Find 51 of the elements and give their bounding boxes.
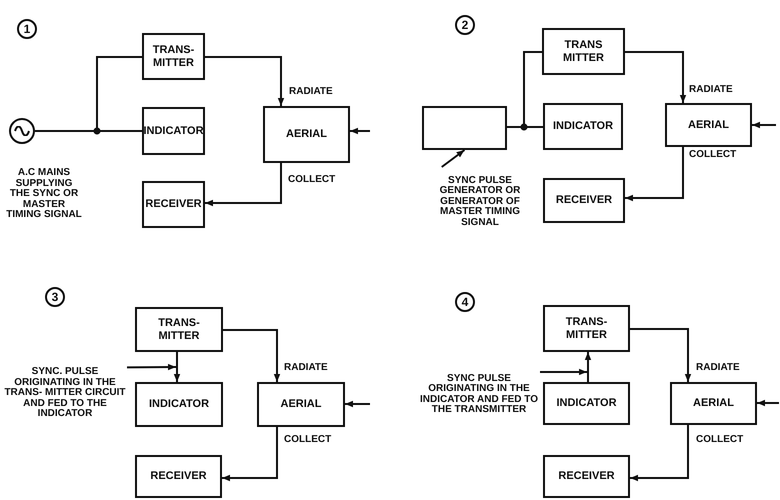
edge-label: COLLECT [695,434,744,445]
leader-arrow [345,400,370,408]
edge-label: RADIATE [695,362,741,373]
block-box: RECEIVER [142,181,205,228]
leader-arrow [757,400,779,406]
leader-arrow [126,364,176,370]
arrow [205,163,282,206]
edge-label: COLLECT [688,149,738,160]
panel-number: 4 [455,292,475,312]
arrow [630,328,692,382]
edge-label: RADIATE [283,362,329,373]
arrow [222,427,278,482]
generator-box [422,106,507,150]
annotation-text: SYNC. PULSE ORIGINATING IN THE TRANS- MITTER CIRCUIT AND FED TO THE INDICATOR [3,350,127,437]
annotation-text: SYNC PULSE GENERATOR OR GENERATOR OF MASTER TIMING SIGNAL [422,167,538,237]
panel-number: 3 [45,287,65,307]
arrow [205,56,284,106]
panel-number: 2 [455,15,475,35]
leader-arrow [441,149,466,168]
block-box: AERIAL [665,103,752,147]
arrow [584,352,592,382]
block-box: INDICATOR [543,382,630,425]
ac-source-symbol [9,118,35,144]
edge-label: RADIATE [288,86,334,97]
block-box: AERIAL [257,382,345,427]
arrow [223,329,280,382]
leader-arrow [752,122,776,128]
block-box: AERIAL [670,382,757,425]
arrow [625,51,686,103]
block-box: INDICATOR [135,382,223,427]
edge-label: COLLECT [283,434,332,445]
source-caption: A.C MAINS SUPPLYING THE SYNC OR MASTER TIMING SIGNAL [6,168,82,220]
arrow [630,425,689,482]
leader-arrow [540,368,588,376]
block-box: INDICATOR [142,107,205,155]
block-box: RECEIVER [543,455,630,498]
block-box: RECEIVER [135,455,222,498]
edge-label: COLLECT [287,174,336,185]
annotation-text: SYNC PULSE ORIGINATING IN THE INDICATOR AND FED TO THE TRANSMITTER [418,352,540,437]
block-box: AERIAL [263,106,350,163]
block-box: TRANS- MITTER [135,307,223,352]
block-box: TRANS MITTER [542,28,625,75]
block-box: TRANS- MITTER [142,33,205,80]
block-box: TRANS- MITTER [543,305,630,352]
edge-label: RADIATE [688,84,734,95]
block-box: RECEIVER [543,178,625,223]
panel-number: 1 [17,19,37,39]
block-box: INDICATOR [543,103,623,150]
arrow [174,352,180,382]
arrow [625,147,684,202]
leader-arrow [350,128,370,134]
